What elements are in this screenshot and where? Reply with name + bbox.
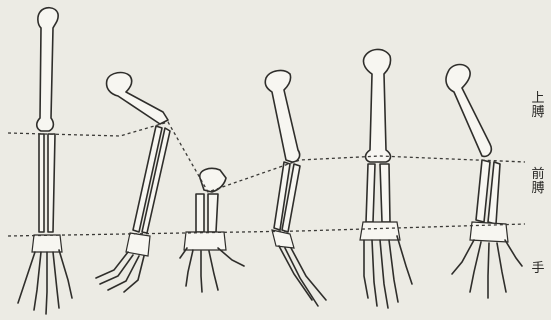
limb-4-humerus (265, 71, 299, 162)
label-hand: 手 (528, 262, 548, 276)
limb-3-humerus (200, 168, 226, 192)
limb-2-carpals (126, 233, 150, 256)
limb-2-humerus (107, 73, 168, 124)
limb-5-digits (364, 236, 412, 308)
limb-1-humerus (37, 8, 58, 131)
wrist-boundary-line (8, 224, 525, 236)
label-upper-arm: 上 膊 (528, 92, 548, 120)
limb-1-radius (39, 134, 44, 232)
forelimb-4 (265, 71, 326, 306)
limb-2-digits (96, 252, 144, 292)
limb-6-digits (452, 240, 522, 298)
limb-3-radius (196, 194, 204, 232)
limb-3-ulna (208, 194, 218, 232)
limb-6-humerus (446, 65, 491, 157)
forelimb-2 (96, 73, 170, 292)
label-forearm-char-2: 膊 (528, 182, 548, 196)
label-upper-arm-char-2: 膊 (528, 106, 548, 120)
label-forearm-char-1: 前 (528, 168, 548, 182)
limb-1-ulna (48, 134, 55, 232)
limb-5-radius (366, 164, 375, 222)
limb-1-digits (18, 250, 72, 314)
limb-3-digits (180, 248, 244, 292)
forelimb-3 (180, 168, 244, 292)
forelimb-1 (18, 8, 72, 314)
limb-1-carpals (32, 235, 62, 252)
elbow-boundary-line (8, 122, 525, 192)
limb-3-carpals (184, 232, 226, 250)
label-upper-arm-char-1: 上 (528, 92, 548, 106)
limb-5-humerus (363, 49, 390, 162)
forelimb-6 (446, 65, 522, 299)
label-forearm: 前 膊 (528, 168, 548, 196)
forelimb-5 (360, 49, 412, 308)
limb-5-ulna (380, 164, 390, 222)
limb-4-digits (279, 246, 326, 306)
limb-4-carpals (272, 230, 294, 248)
limb-5-carpals (360, 222, 400, 240)
limb-6-radius (476, 160, 490, 222)
